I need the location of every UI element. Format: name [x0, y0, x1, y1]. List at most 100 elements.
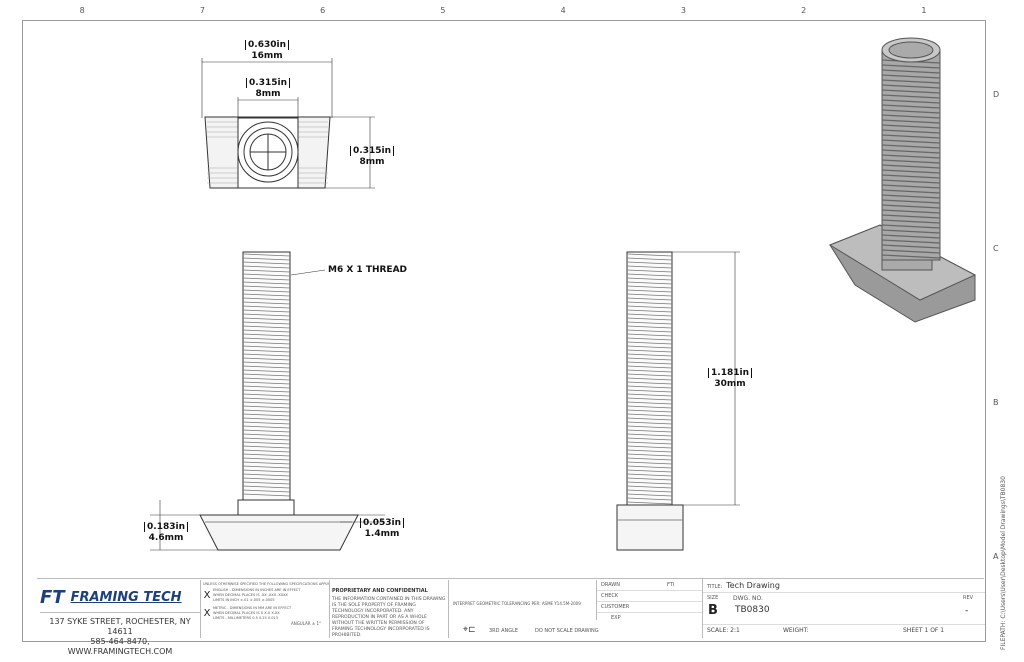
thread-line	[881, 179, 941, 184]
thread-line	[626, 465, 673, 469]
thread-line	[242, 485, 291, 489]
thread-line	[626, 345, 673, 349]
thread-line	[626, 281, 673, 285]
cell: 0.013	[267, 616, 278, 620]
thread-line	[242, 413, 291, 417]
column-labels: 8 7 6 5 4 3 2 1	[22, 6, 984, 15]
thread-line	[626, 265, 673, 269]
dim-inch: 0.630in	[245, 40, 289, 50]
thread-line	[881, 169, 941, 174]
thread-line	[242, 261, 291, 265]
proprietary-text: THE INFORMATION CONTAINED IN THIS DRAWIN…	[332, 597, 446, 638]
thread-line	[881, 214, 941, 219]
thread-line	[626, 369, 673, 373]
thread-line	[242, 329, 291, 333]
thread-line	[881, 199, 941, 204]
tolerance-block: UNLESS OTHERWISE SPECIFIED THE FOLLOWING…	[200, 580, 330, 638]
thread-line	[881, 164, 941, 169]
thread-line	[242, 493, 291, 497]
thread-line	[881, 249, 941, 254]
thread-line	[242, 409, 291, 413]
thread-line	[242, 401, 291, 405]
thread-line	[881, 109, 941, 114]
row-label: C	[993, 244, 999, 253]
thread-line	[242, 317, 291, 321]
thread-line	[626, 381, 673, 385]
gdt-note: INTERPRET GEOMETRIC TOLERANCING PER: ASM…	[453, 601, 581, 606]
row-label: D	[993, 90, 1000, 99]
thread-line	[626, 313, 673, 317]
dim-bore-width: 0.315in 8mm	[233, 78, 303, 100]
dim-nut-height: 0.315in 8mm	[342, 146, 402, 168]
thread-line	[626, 353, 673, 357]
thread-line	[626, 261, 673, 265]
cell: WHEN DECIMAL PLACES IS	[213, 611, 260, 615]
thread-line	[881, 149, 941, 154]
thread-line	[881, 89, 941, 94]
unit-mark: X	[203, 608, 211, 619]
unit-row: LIMITS IN INCH ±.01 ±.005 ±.0005	[213, 598, 300, 603]
thread-line	[242, 417, 291, 421]
thread-line	[881, 194, 941, 199]
thread-line	[626, 449, 673, 453]
thread-line	[242, 373, 291, 377]
thread-line	[626, 293, 673, 297]
thread-line	[626, 301, 673, 305]
dim-inch: 0.183in	[144, 522, 188, 532]
thread-line	[881, 244, 941, 249]
logo-mark: FT	[40, 586, 65, 608]
thread-line	[242, 297, 291, 301]
units-heading: UNLESS OTHERWISE SPECIFIED THE FOLLOWING…	[203, 582, 329, 586]
thread-line	[626, 349, 673, 353]
thread-line	[881, 104, 941, 109]
thread-line	[626, 321, 673, 325]
thread-line	[242, 349, 291, 353]
proprietary-notice: PROPRIETARY AND CONFIDENTIAL THE INFORMA…	[332, 588, 447, 639]
thread-line	[242, 353, 291, 357]
thread-line	[242, 305, 291, 309]
drawn-value: FTI	[667, 582, 675, 588]
drawing-title: Tech Drawing	[726, 581, 780, 590]
thread-line	[242, 293, 291, 297]
cell: LIMITS - MILLIMETERS	[213, 616, 252, 620]
col-label: 7	[199, 6, 205, 15]
thread-line	[626, 433, 673, 437]
thread-line	[881, 239, 941, 244]
thread-line	[242, 357, 291, 361]
thread-line	[881, 174, 941, 179]
thread-line	[626, 297, 673, 301]
thread-line	[881, 99, 941, 104]
unit-row: WHEN DECIMAL PLACES IS X X.X X.XX	[213, 611, 291, 616]
thread-line	[626, 453, 673, 457]
thread-line	[242, 389, 291, 393]
customer-row: CUSTOMER	[597, 602, 703, 613]
thread-line	[242, 397, 291, 401]
thread-line	[881, 144, 941, 149]
thread-line	[626, 277, 673, 281]
thread-line	[626, 421, 673, 425]
thread-line	[626, 457, 673, 461]
cell: .XXXX	[277, 593, 288, 597]
thread-line	[242, 393, 291, 397]
thread-line	[242, 277, 291, 281]
thread-line	[626, 429, 673, 433]
thread-line	[242, 481, 291, 485]
thread-line	[626, 501, 673, 505]
notes-block: INTERPRET GEOMETRIC TOLERANCING PER: ASM…	[448, 580, 599, 638]
col-label: 4	[560, 6, 566, 15]
thread-line	[242, 465, 291, 469]
thread-line	[242, 345, 291, 349]
thread-line	[626, 417, 673, 421]
dim-lip: 0.053in 1.4mm	[352, 518, 412, 540]
thread-line	[881, 69, 941, 74]
unit-title: ENGLISH - DIMENSIONS IN INCHES ARE IN EF…	[213, 588, 301, 592]
thread-line	[242, 269, 291, 273]
thread-line	[626, 361, 673, 365]
thread-line	[881, 229, 941, 234]
thread-line	[626, 317, 673, 321]
thread-line	[626, 329, 673, 333]
thread-line	[242, 253, 291, 257]
thread-line	[242, 469, 291, 473]
thread-line	[881, 79, 941, 84]
thread-line	[242, 449, 291, 453]
